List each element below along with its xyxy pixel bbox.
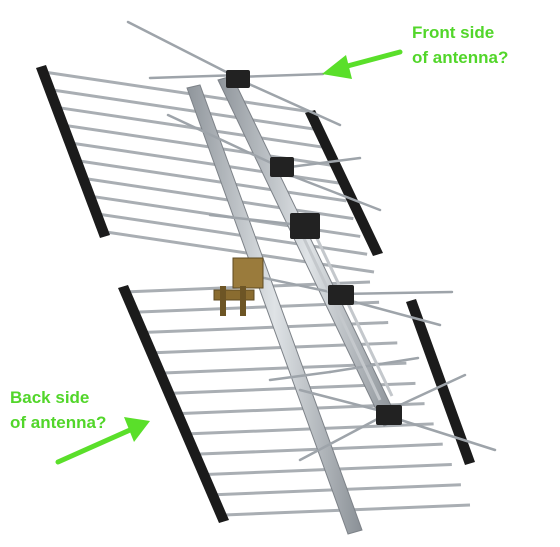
front-side-line2: of antenna?	[412, 48, 509, 67]
reflector-rod	[71, 141, 340, 185]
back-side-annotation: Back side of antenna?	[10, 385, 106, 435]
reflector-rod	[50, 88, 320, 132]
upper-reflector	[43, 70, 375, 274]
reflector-rod	[43, 70, 313, 114]
back-side-line1: Back side	[10, 388, 90, 407]
mounting-bracket	[213, 257, 264, 316]
front-arrow	[322, 49, 403, 79]
back-side-line2: of antenna?	[10, 413, 107, 432]
reflector-rod	[78, 159, 347, 203]
element-connectors	[226, 70, 402, 425]
feed-line	[298, 227, 394, 401]
director-elements	[126, 20, 497, 462]
reflector-rod	[57, 106, 326, 150]
back-arrow	[55, 417, 150, 465]
antenna-boom	[186, 75, 399, 535]
reflector-rod	[98, 212, 368, 256]
front-side-annotation: Front side of antenna?	[412, 20, 508, 70]
front-side-line1: Front side	[412, 23, 495, 42]
reflector-rod	[85, 177, 354, 221]
reflector-frames	[36, 65, 475, 523]
